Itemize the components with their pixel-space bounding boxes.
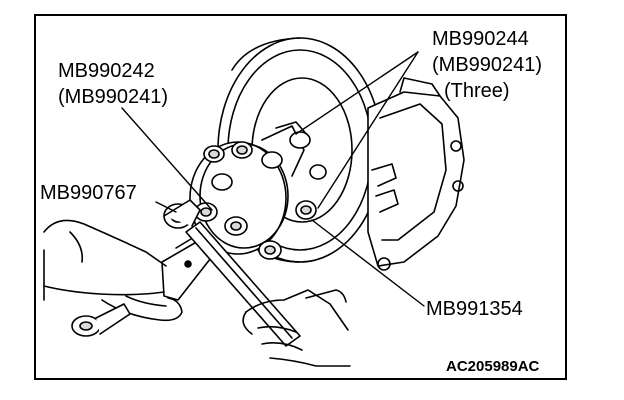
tool-label-mb990241-b: (MB990241) [432, 54, 543, 76]
left-hand [43, 219, 183, 322]
figure-code: AC205989AC [446, 358, 540, 375]
figure-frame [34, 14, 567, 380]
leader-lines [121, 51, 425, 307]
brake-caliper [367, 77, 465, 271]
tool-label-mb990241-a: (MB990241) [58, 86, 169, 108]
right-hand [242, 289, 351, 367]
tool-label-mb991354: MB991354 [426, 298, 523, 320]
tool-label-mb990242: MB990242 [58, 60, 155, 82]
center-socket [163, 199, 201, 229]
small-wrench [71, 303, 131, 337]
wheel-bolts [194, 131, 327, 260]
tool-label-mb990767: MB990767 [40, 182, 137, 204]
tool-label-three: (Three) [444, 80, 510, 102]
tool-label-mb990244: MB990244 [432, 28, 529, 50]
